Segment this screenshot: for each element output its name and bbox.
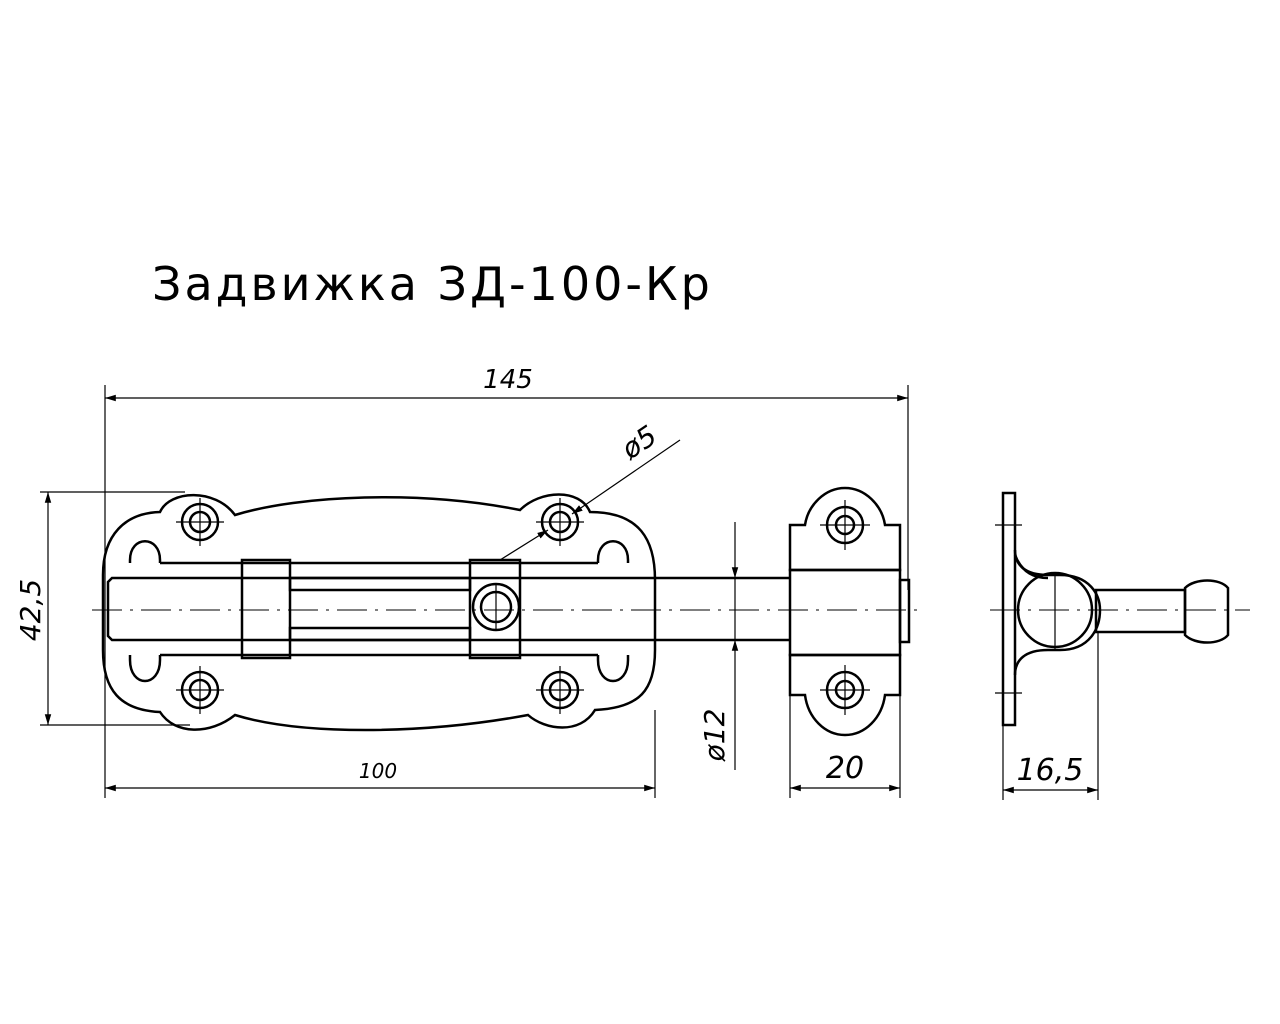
dimension-label: 20 [826,751,864,786]
hole-icon [176,498,224,546]
drawing-title: Задвижка ЗД-100-Кр [152,257,713,311]
dimension-label: 42,5 [14,579,47,641]
hole-icon [820,665,870,715]
side-view [990,491,1250,727]
dimension-145: 145 [104,365,909,798]
base-plate [101,493,657,732]
hole-icon [536,498,584,546]
dimension-label: 16,5 [1017,753,1084,788]
mounting-holes [176,498,584,714]
dimension-label: 100 [359,759,397,783]
dimension-d12: ø12 [698,522,739,770]
bolt-assembly [92,558,920,660]
dimension-100: 100 [105,710,656,798]
dimension-label: ø5 [615,419,663,466]
dimension-42-5: 42,5 [14,491,190,726]
dimension-label: ø12 [698,709,731,763]
hole-icon [820,500,870,550]
keeper [788,486,911,737]
dimension-label: 145 [483,365,533,395]
dimension-16-5: 16,5 [1002,632,1099,800]
bolt-knob-icon [471,582,521,632]
hole-icon [176,666,224,714]
hole-icon [536,666,584,714]
dimension-d5: ø5 [499,419,681,561]
dimension-20: 20 [789,695,901,798]
